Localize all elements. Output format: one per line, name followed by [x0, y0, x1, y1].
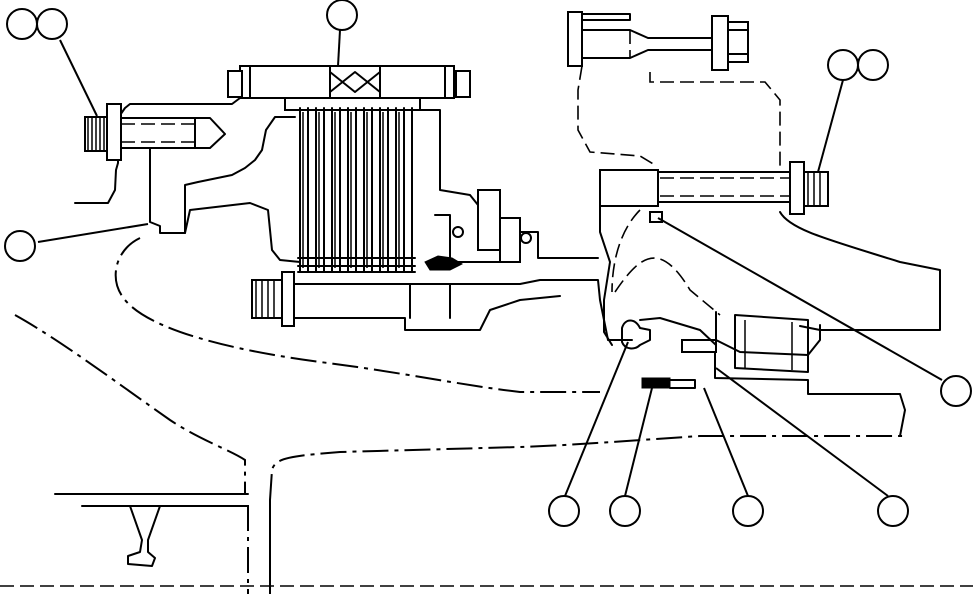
callout-balloon	[548, 495, 580, 527]
right-bearing	[621, 211, 906, 437]
callout-balloon	[4, 230, 36, 262]
callout-balloon	[36, 8, 68, 40]
callout-balloon	[857, 49, 889, 81]
axle-housing-outline	[0, 97, 973, 594]
brake-plate-pack	[227, 65, 479, 273]
callout-leaders	[37, 29, 943, 497]
callout-balloon	[6, 8, 38, 40]
left-bolt	[84, 103, 226, 161]
callout-balloons	[4, 0, 972, 527]
callout-balloon	[940, 375, 972, 407]
piston-seal-area	[424, 189, 599, 271]
callout-balloon	[732, 495, 764, 527]
right-spindle	[599, 161, 941, 346]
callout-balloon	[877, 495, 909, 527]
upper-right-bolt	[567, 11, 781, 170]
callout-balloon	[609, 495, 641, 527]
callout-balloon	[326, 0, 358, 31]
callout-balloon	[827, 49, 859, 81]
lower-shaft	[251, 271, 633, 341]
